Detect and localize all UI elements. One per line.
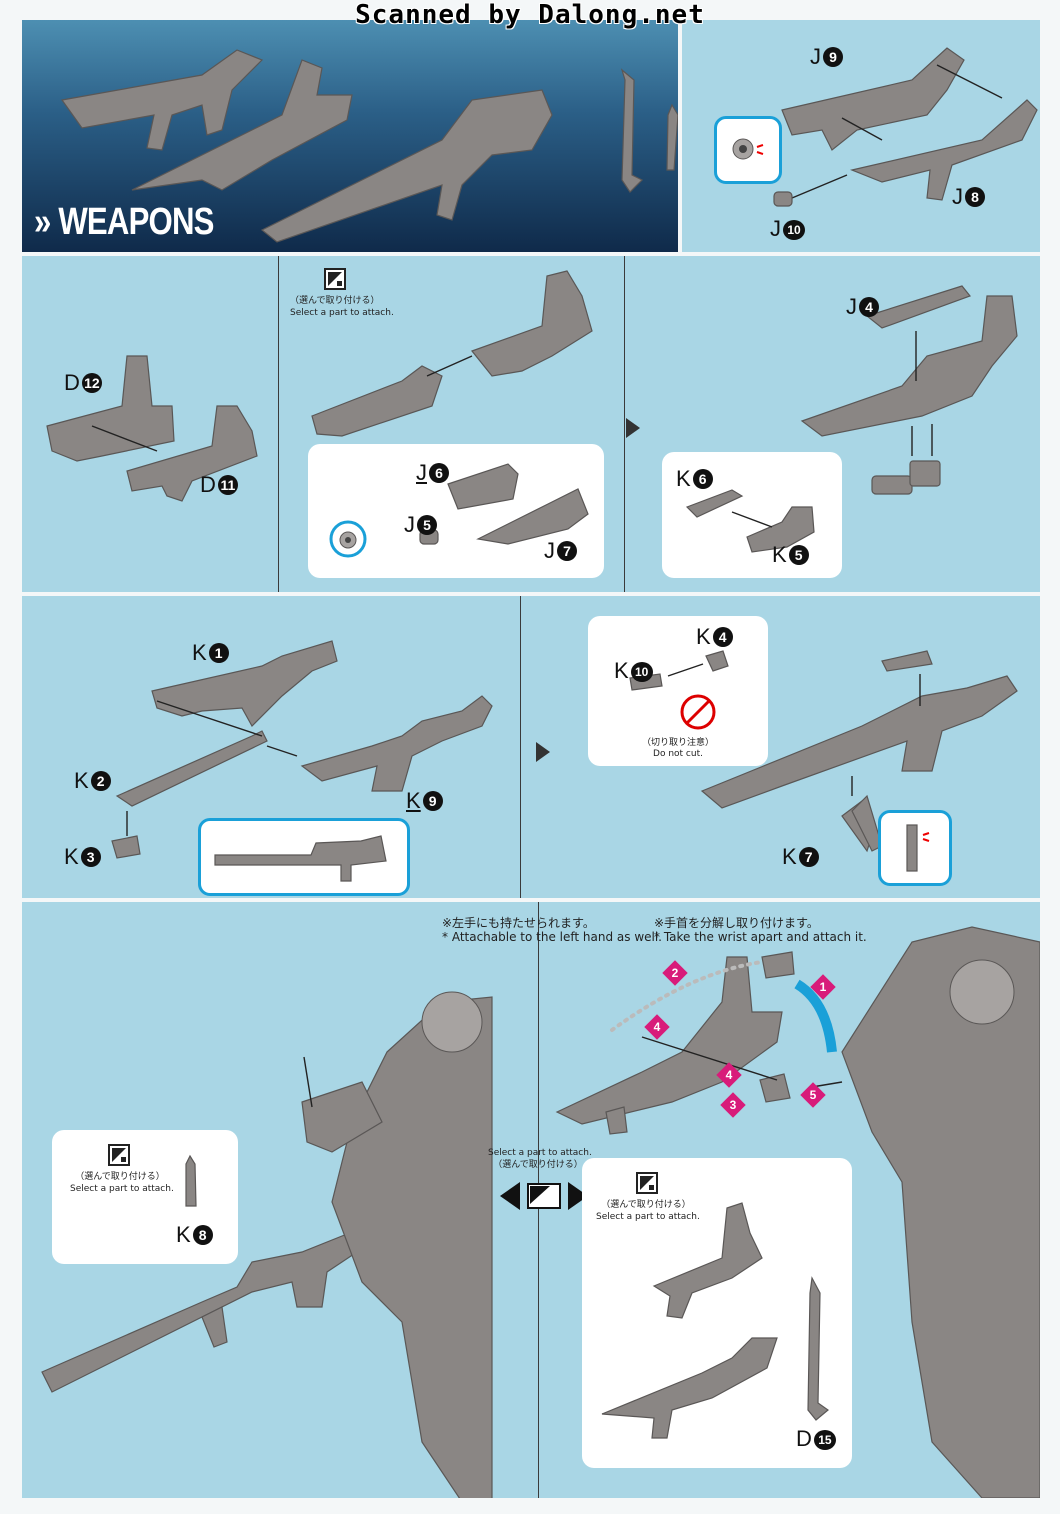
select-part-icon-2 — [108, 1144, 130, 1166]
select-note-en-2: Select a part to attach. — [70, 1184, 174, 1194]
select-note-en-3: Select a part to attach. — [596, 1212, 700, 1222]
next-step-arrow-2 — [536, 742, 550, 762]
wrist-note-en: * Take the wrist apart and attach it. — [654, 930, 867, 944]
next-step-arrow — [626, 418, 640, 438]
select-note-jp: （選んで取り付ける） — [290, 296, 380, 306]
underbarrel-detail-callout — [662, 452, 842, 578]
left-hand-note-en: * Attachable to the left hand as well. — [442, 930, 662, 944]
step-5: 5 — [809, 1088, 817, 1102]
step-4a: 4 — [653, 1020, 661, 1034]
step-1: 1 — [819, 980, 827, 994]
rifle-d-parts — [46, 355, 258, 502]
muzzle-detail-callout — [714, 116, 782, 184]
assault-rifle-drawing — [773, 47, 1038, 207]
bipod-detail-callout — [878, 810, 952, 886]
step-3: 3 — [729, 1098, 737, 1112]
mech-with-grenade-rifle — [555, 926, 1040, 1498]
stock-detail-callout — [198, 818, 410, 896]
step-2: 2 — [671, 966, 679, 980]
wrist-note-jp: ※手首を分解し取り付けます。 — [654, 916, 819, 930]
do-not-cut-en: Do not cut. — [653, 749, 703, 759]
do-not-cut-jp: （切り取り注意） — [641, 738, 714, 748]
select-note-jp-2: （選んで取り付ける） — [75, 1172, 165, 1182]
center-select-jp: （選んで取り付ける） — [493, 1160, 583, 1170]
select-part-icon-3 — [636, 1172, 658, 1194]
grenade-rifle-final — [800, 285, 1018, 495]
center-select-en: Select a part to attach. — [488, 1148, 592, 1158]
scope-detail-callout: （切り取り注意） Do not cut. — [588, 616, 768, 766]
page-title: » WEAPONS — [34, 201, 214, 243]
watermark: Scanned by Dalong.net — [355, 0, 705, 30]
header-weapons-illustration — [60, 49, 678, 243]
step-4b: 4 — [725, 1068, 733, 1082]
sniper-rifle-final — [700, 650, 1018, 853]
weapons-header: » WEAPONS — [22, 20, 678, 252]
barrel-detail-callout — [308, 444, 604, 578]
left-hand-note-jp: ※左手にも持たせられます。 — [442, 916, 595, 930]
select-part-icon — [324, 268, 346, 290]
sniper-rifle-assembly — [111, 640, 493, 859]
mech-with-sniper — [41, 991, 493, 1498]
select-note-en: Select a part to attach. — [290, 308, 394, 318]
select-note-jp-3: （選んで取り付ける） — [601, 1200, 691, 1210]
swap-part-icon — [500, 1182, 588, 1210]
grenade-rifle-assembly — [311, 270, 593, 437]
